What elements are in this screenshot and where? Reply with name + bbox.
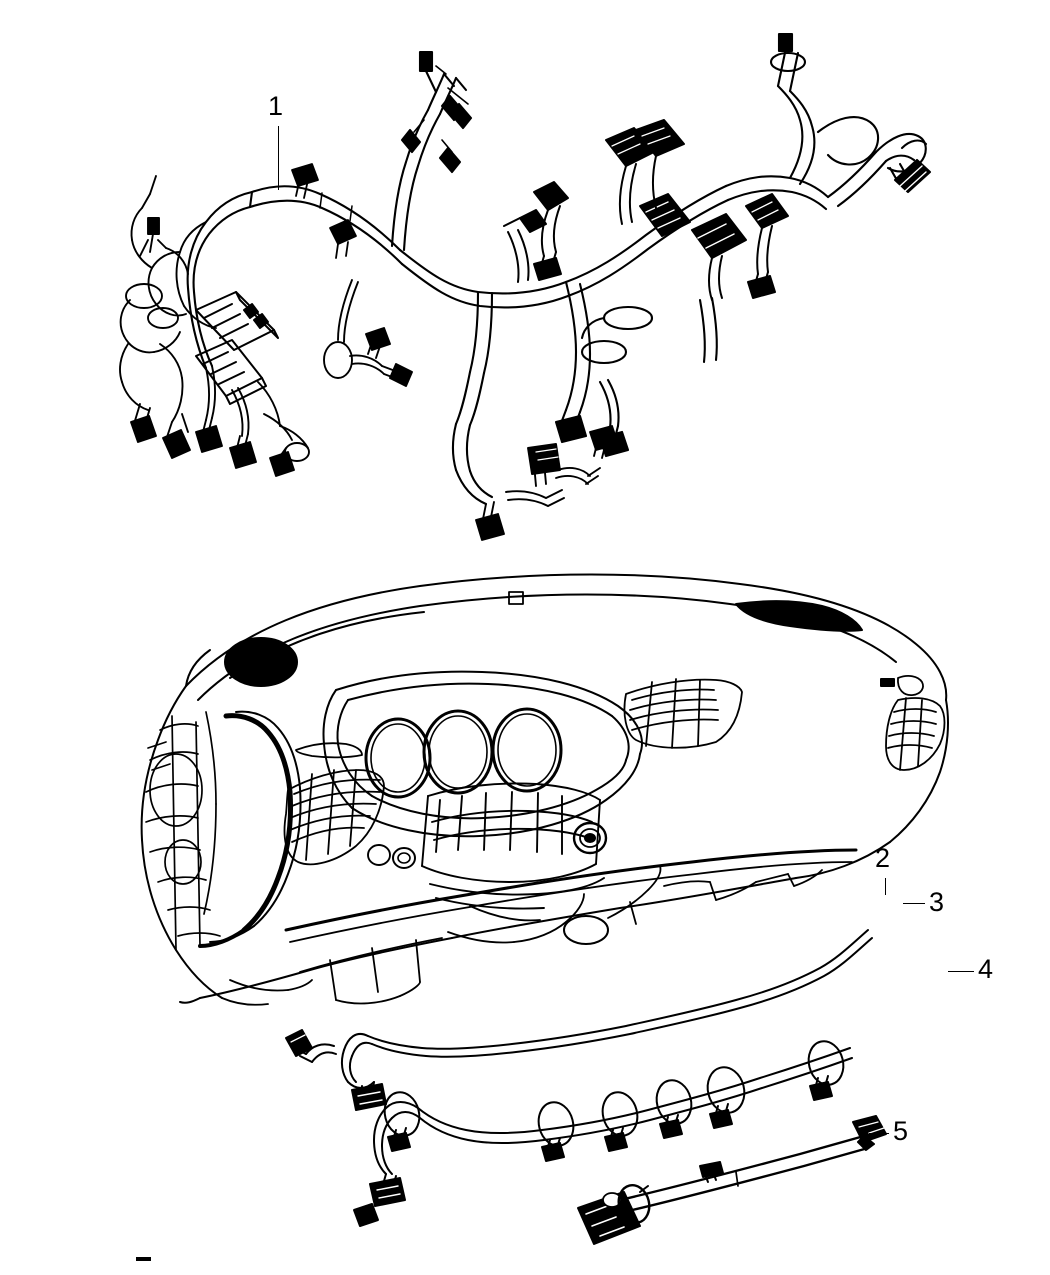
- leader-line-1: [278, 126, 280, 190]
- callout-number-2: 2: [875, 843, 891, 873]
- leader-line-2: [885, 878, 887, 895]
- main-wiring-harness-drawing: [119, 32, 932, 541]
- stray-mark: [136, 1257, 151, 1261]
- callout-number-3: 3: [929, 887, 945, 917]
- callout-number-5: 5: [893, 1116, 909, 1146]
- callout-number-4: 4: [978, 954, 994, 984]
- leader-line-5: [869, 1133, 889, 1135]
- leader-line-4: [948, 971, 974, 973]
- lower-harness-drawing: [285, 929, 887, 1245]
- leader-line-3: [903, 903, 925, 905]
- instrument-panel-drawing: [140, 573, 949, 1006]
- callout-number-1: 1: [268, 91, 284, 121]
